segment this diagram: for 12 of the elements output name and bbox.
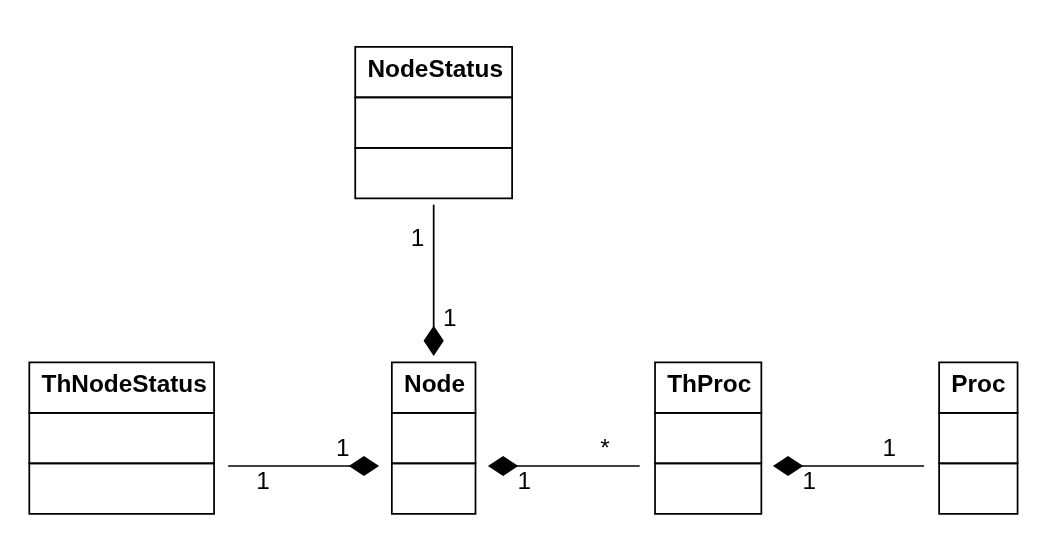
label: *: [600, 434, 610, 462]
label: 1: [882, 434, 897, 462]
connector: [423, 203, 444, 356]
connector: [227, 455, 380, 477]
label: 1: [410, 223, 425, 251]
label: 1: [336, 434, 350, 462]
label: 1: [517, 466, 532, 494]
connector: [772, 455, 925, 477]
connector: [487, 455, 641, 477]
label: 1: [443, 304, 457, 332]
label: 1: [802, 466, 817, 494]
label: 1: [256, 466, 270, 494]
